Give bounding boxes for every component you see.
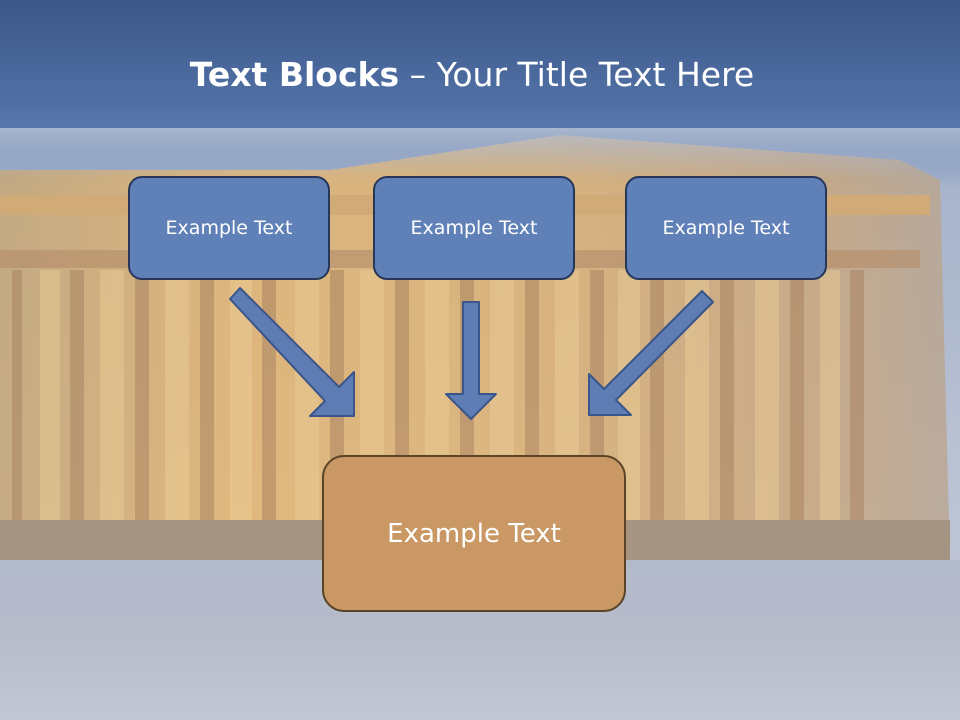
- target-block-label: Example Text: [387, 518, 561, 549]
- text-block-2[interactable]: Example Text: [373, 176, 575, 280]
- slide-title: Text Blocks – Your Title Text Here: [0, 52, 944, 98]
- arrow-center-down: [445, 301, 497, 420]
- target-block[interactable]: Example Text: [322, 455, 626, 612]
- text-block-2-label: Example Text: [410, 217, 538, 239]
- title-rest-part: – Your Title Text Here: [399, 55, 755, 94]
- title-bold-part: Text Blocks: [189, 55, 400, 94]
- arrow-left-diagonal: [229, 287, 355, 417]
- text-block-1[interactable]: Example Text: [128, 176, 330, 280]
- arrow-right-diagonal: [588, 290, 714, 416]
- text-block-3-label: Example Text: [662, 217, 790, 239]
- text-block-1-label: Example Text: [165, 217, 293, 239]
- text-block-3[interactable]: Example Text: [625, 176, 827, 280]
